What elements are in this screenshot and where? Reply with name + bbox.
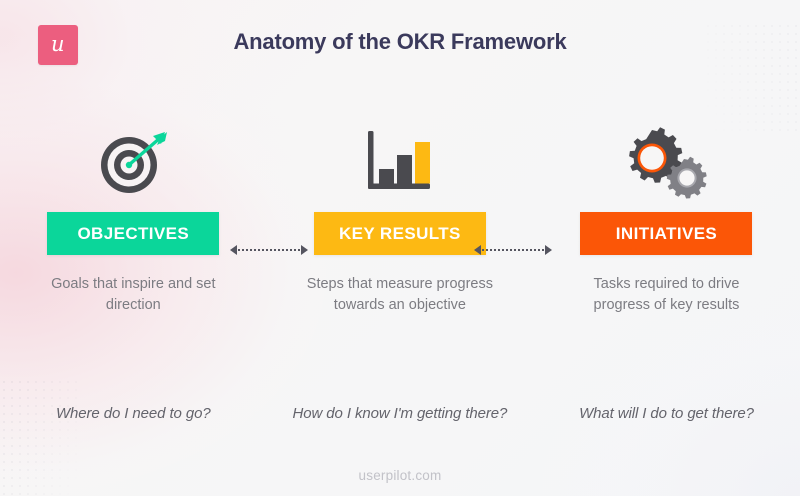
column-objectives: OBJECTIVES Goals that inspire and set di… bbox=[0, 118, 267, 316]
gears-icon bbox=[619, 125, 713, 206]
chip-label-objectives: OBJECTIVES bbox=[77, 223, 190, 243]
arrow-head-right-icon bbox=[301, 245, 308, 255]
arrow-head-left-icon bbox=[474, 245, 481, 255]
connector-objectives-to-key-results bbox=[230, 243, 308, 257]
chip-key-results: KEY RESULTS bbox=[313, 212, 486, 255]
question-key-results: How do I know I'm getting there? bbox=[292, 405, 508, 422]
icon-slot-key-results bbox=[362, 118, 438, 212]
question-initiatives: What will I do to get there? bbox=[579, 405, 754, 422]
chip-label-key-results: KEY RESULTS bbox=[338, 223, 461, 243]
footer-watermark: userpilot.com bbox=[358, 468, 442, 483]
arrow-head-right-icon bbox=[545, 245, 552, 255]
questions-row: Where do I need to go? How do I know I'm… bbox=[0, 405, 800, 422]
column-key-results: KEY RESULTS Steps that measure progress … bbox=[267, 118, 534, 316]
icon-slot-initiatives bbox=[619, 118, 713, 212]
question-objectives: Where do I need to go? bbox=[56, 405, 211, 422]
bar-chart-icon bbox=[362, 125, 438, 206]
userpilot-logo: u bbox=[38, 25, 78, 65]
chip-label-initiatives: INITIATIVES bbox=[615, 223, 718, 243]
chip-objectives: OBJECTIVES bbox=[47, 212, 220, 255]
connector-key-results-to-initiatives bbox=[474, 243, 552, 257]
description-key-results: Steps that measure progress towards an o… bbox=[306, 276, 493, 314]
column-initiatives: INITIATIVES Tasks required to drive prog… bbox=[533, 118, 800, 316]
description-objectives: Goals that inspire and set direction bbox=[51, 276, 216, 314]
arrow-head-left-icon bbox=[230, 245, 237, 255]
okr-columns: OBJECTIVES Goals that inspire and set di… bbox=[0, 118, 800, 316]
icon-slot-objectives bbox=[91, 118, 175, 212]
target-dartboard-icon bbox=[91, 127, 175, 204]
logo-letter: u bbox=[50, 31, 66, 56]
page-title: Anatomy of the OKR Framework bbox=[233, 29, 567, 54]
chip-initiatives: INITIATIVES bbox=[580, 212, 753, 255]
dotted-line bbox=[482, 249, 544, 251]
dotted-line bbox=[238, 249, 300, 251]
description-initiatives: Tasks required to drive progress of key … bbox=[593, 276, 740, 314]
